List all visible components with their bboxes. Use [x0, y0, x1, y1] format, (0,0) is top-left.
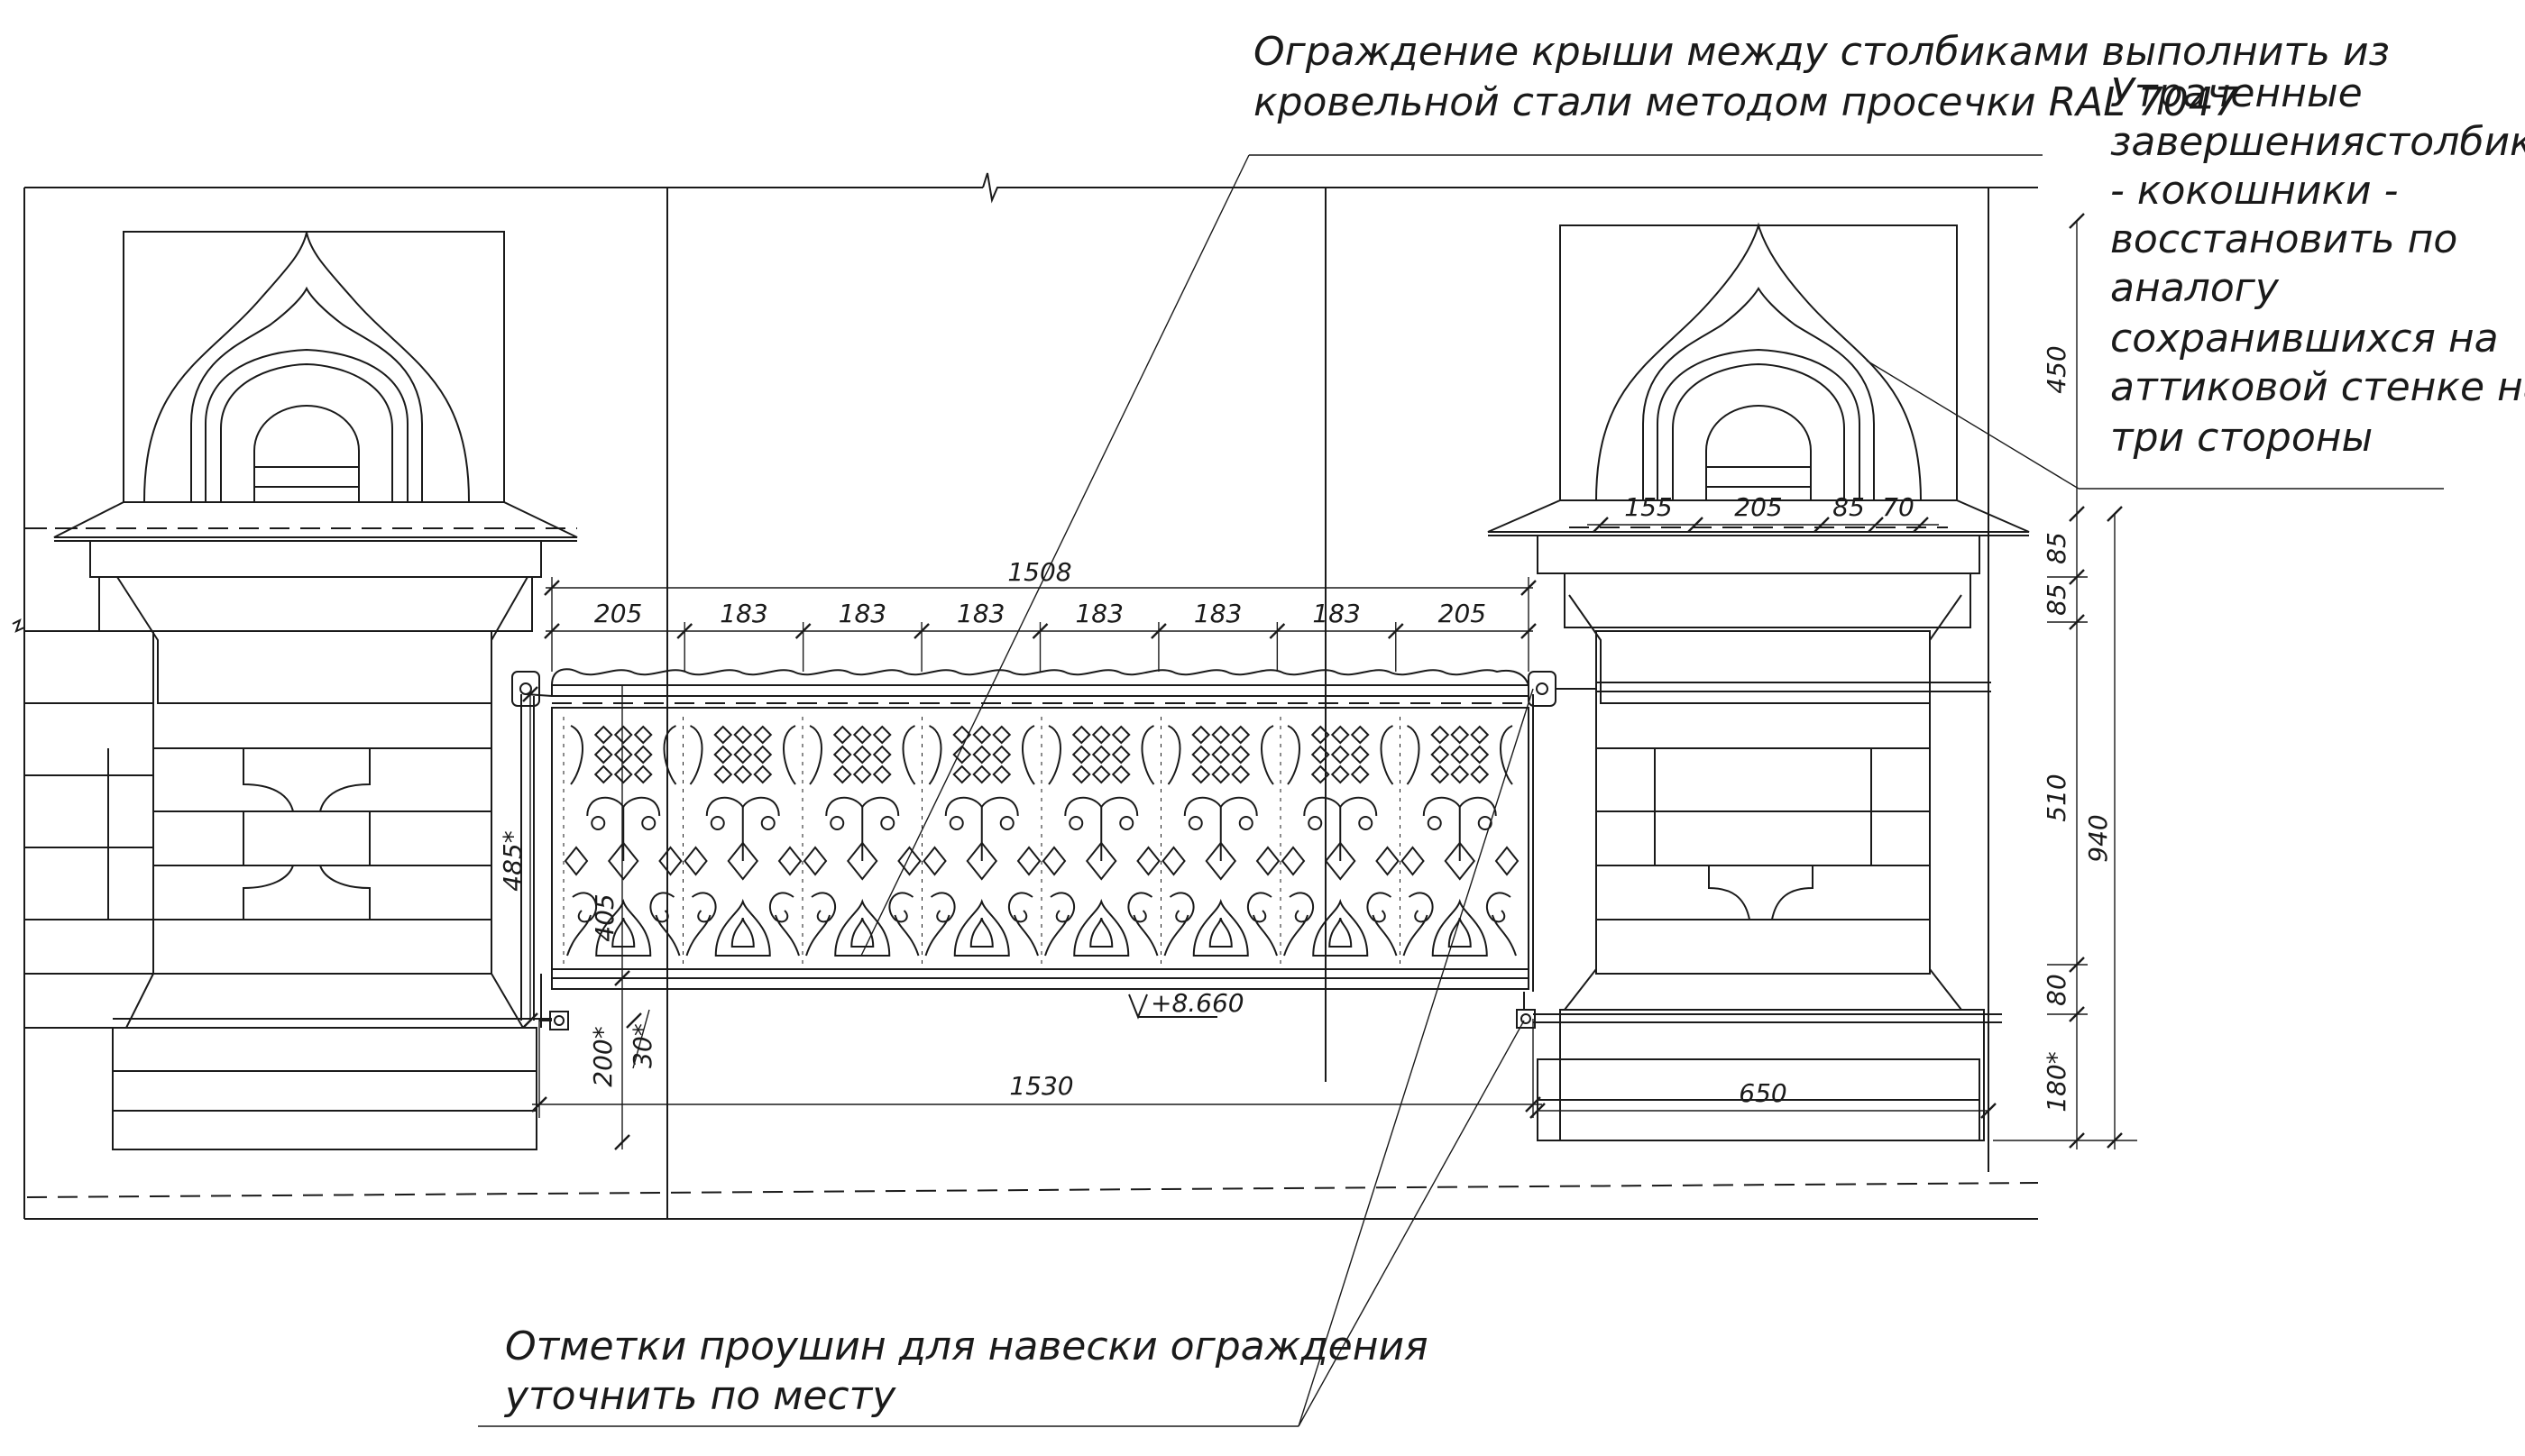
fretwork-module [1041, 717, 1161, 965]
elevation-label: +8.660 [1151, 988, 1244, 1018]
dimension-pillar-top: 155 205 85 70 [1587, 492, 1939, 533]
dim-v-tick [2069, 506, 2085, 522]
fretwork-module [802, 717, 922, 965]
dim-v-tick [2107, 506, 2123, 522]
note-roof-fence-line2: кровельной стали методом просечки RAL 70… [1253, 79, 2239, 125]
dim-pillar-seg-3: 85 [1832, 492, 1865, 522]
dim-total-top: 1508 [1007, 557, 1071, 587]
dimension-bottom: 1530 650 [531, 1019, 1997, 1119]
fretwork-module [1280, 717, 1400, 965]
dim-gap-below: 200* [588, 1026, 618, 1086]
note-finials-line7: аттиковой стенке на [2110, 364, 2525, 410]
dim-pillar-seg-1: 155 [1624, 492, 1672, 522]
dim-seg-tick [544, 623, 560, 639]
note-finials-line5: аналогу [2110, 265, 2280, 311]
fretwork-module [1400, 717, 1520, 965]
note-finials-line8: три стороны [2110, 415, 2373, 461]
dim-v-tick [2107, 1132, 2123, 1149]
dim-v-tick [2069, 213, 2085, 229]
note-eyelets: Отметки проушин для навески ограждения у… [503, 1323, 1428, 1419]
dim-seg-label: 183 [839, 599, 886, 628]
dim-v-80: 80 [2042, 974, 2071, 1006]
dim-inner-height: 405 [590, 893, 620, 941]
dim-seg-label: 205 [594, 599, 642, 628]
fretwork-pattern [563, 717, 1520, 965]
dim-total-bottom: 1530 [1009, 1071, 1073, 1101]
note-finials: Утраченные завершенияcтолбиков - кокошни… [2110, 70, 2525, 461]
dimension-left-vertical: 485* 200* 405 30* [498, 685, 657, 1150]
leader-lines [478, 154, 2444, 1427]
dimension-top: 1508 205 183 183 183 183 183 183 205 [544, 557, 1537, 672]
dim-v-510: 510 [2042, 774, 2071, 821]
dim-seg-label: 183 [720, 599, 767, 628]
dim-seg-label: 183 [1075, 599, 1123, 628]
dim-v-450: 450 [2042, 345, 2071, 393]
note-finials-line3: - кокошники - [2110, 168, 2399, 214]
fretwork-module [683, 717, 803, 965]
dim-offset: 30* [628, 1023, 657, 1068]
fretwork-module [563, 717, 683, 965]
note-eyelets-line1: Отметки проушин для навески ограждения [505, 1323, 1428, 1369]
fence-panel [113, 668, 2002, 1030]
dim-panel-height: 485* [498, 830, 528, 891]
elevation-mark: +8.660 [1128, 988, 1244, 1020]
dim-pillar-seg-4: 70 [1882, 492, 1914, 522]
fretwork-module [1161, 717, 1281, 965]
note-finials-line4: восстановить по [2110, 216, 2457, 262]
note-roof-fence-line1: Ограждение крыши между столбиками выполн… [1253, 29, 2390, 75]
dim-v-180: 180* [2042, 1051, 2071, 1112]
note-finials-line2: завершенияcтолбиков [2110, 119, 2525, 165]
dimension-right-vertical: 450 85 85 510 80 180* 940 [1993, 213, 2137, 1149]
note-roof-fence: Ограждение крыши между столбиками выполн… [1253, 29, 2390, 125]
dim-v-85b: 85 [2042, 583, 2071, 616]
note-finials-line6: сохранившихся на [2110, 316, 2499, 362]
dim-pillar-seg-2: 205 [1734, 492, 1782, 522]
dim-v-85a: 85 [2042, 532, 2071, 564]
note-eyelets-line2: уточнить по месту [503, 1373, 896, 1419]
dim-v-tick [2069, 1132, 2085, 1149]
left-pillar [24, 231, 578, 1150]
fretwork-module [922, 717, 1042, 965]
dim-seg-tick [1520, 623, 1537, 639]
dim-seg-label: 183 [1194, 599, 1242, 628]
note-finials-line1: Утраченные [2110, 70, 2363, 116]
dim-v-940: 940 [2083, 814, 2113, 862]
dim-seg-label: 183 [1312, 599, 1360, 628]
dim-pillar-base: 650 [1739, 1078, 1786, 1108]
dim-seg-label: 205 [1438, 599, 1486, 628]
background-lines [12, 172, 2039, 1220]
dim-seg-label: 183 [957, 599, 1005, 628]
